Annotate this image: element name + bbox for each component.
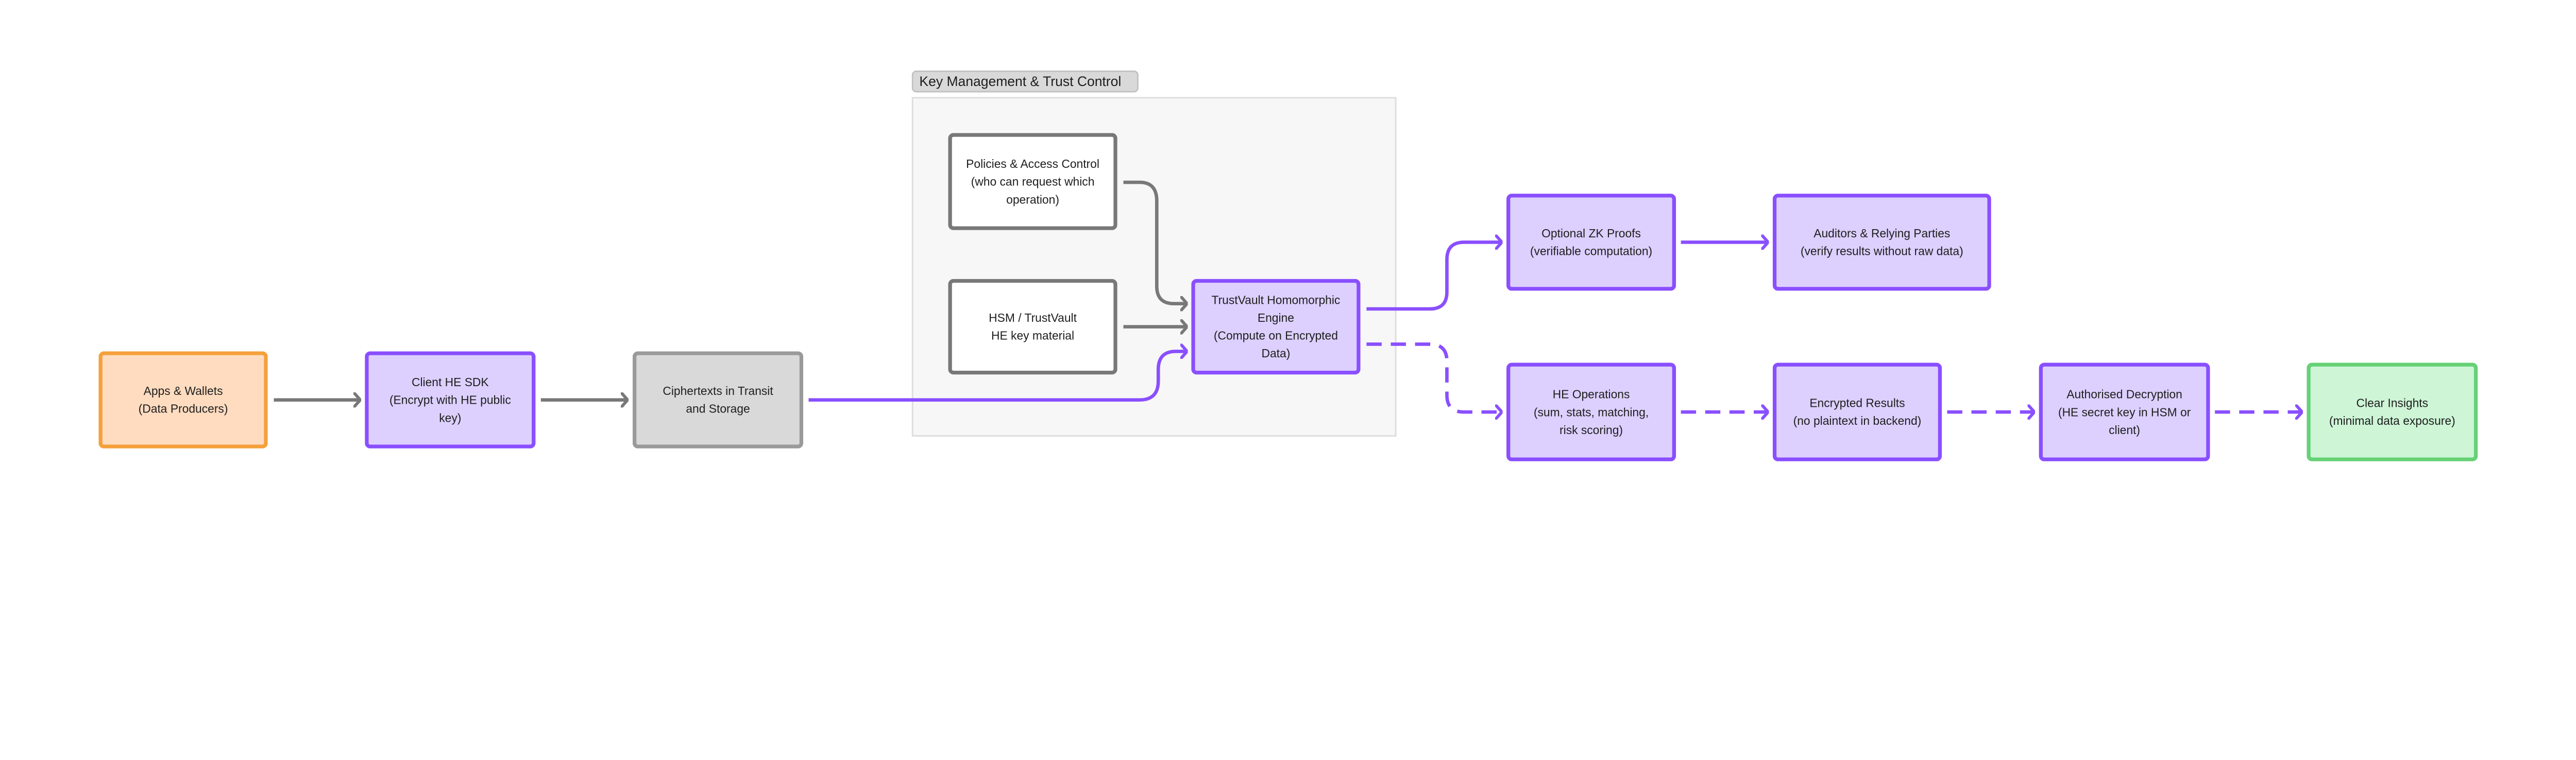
edge-policies-engine — [1123, 180, 1187, 304]
edge-engine-heops — [1366, 342, 1502, 412]
node-client-he-sdk[interactable]: Client HE SDK (Encrypt with HE public ke… — [365, 351, 536, 448]
node-policies-access-control[interactable]: Policies & Access Control (who can reque… — [948, 133, 1117, 230]
node-apps-wallets[interactable]: Apps & Wallets (Data Producers) — [98, 351, 268, 448]
node-hsm-trustvault[interactable]: HSM / TrustVault HE key material — [948, 279, 1117, 375]
node-authorised-decryption[interactable]: Authorised Decryption (HE secret key in … — [2039, 362, 2210, 461]
group-label: Key Management & Trust Control — [911, 70, 1139, 93]
node-encrypted-results[interactable]: Encrypted Results (no plaintext in backe… — [1772, 362, 1942, 461]
edge-cipher-engine — [808, 351, 1187, 402]
edge-engine-zk — [1366, 242, 1502, 311]
node-homomorphic-engine[interactable]: TrustVault Homomorphic Engine (Compute o… — [1191, 279, 1361, 375]
node-ciphertexts[interactable]: Ciphertexts in Transit and Storage — [632, 351, 804, 448]
node-he-operations[interactable]: HE Operations (sum, stats, matching, ris… — [1506, 362, 1676, 461]
node-clear-insights[interactable]: Clear Insights (minimal data exposure) — [2307, 362, 2478, 461]
diagram-canvas: Key Management & Trust Control Apps & Wa… — [98, 70, 2478, 461]
node-zk-proofs[interactable]: Optional ZK Proofs (verifiable computati… — [1506, 194, 1676, 291]
node-auditors[interactable]: Auditors & Relying Parties (verify resul… — [1772, 194, 1991, 291]
